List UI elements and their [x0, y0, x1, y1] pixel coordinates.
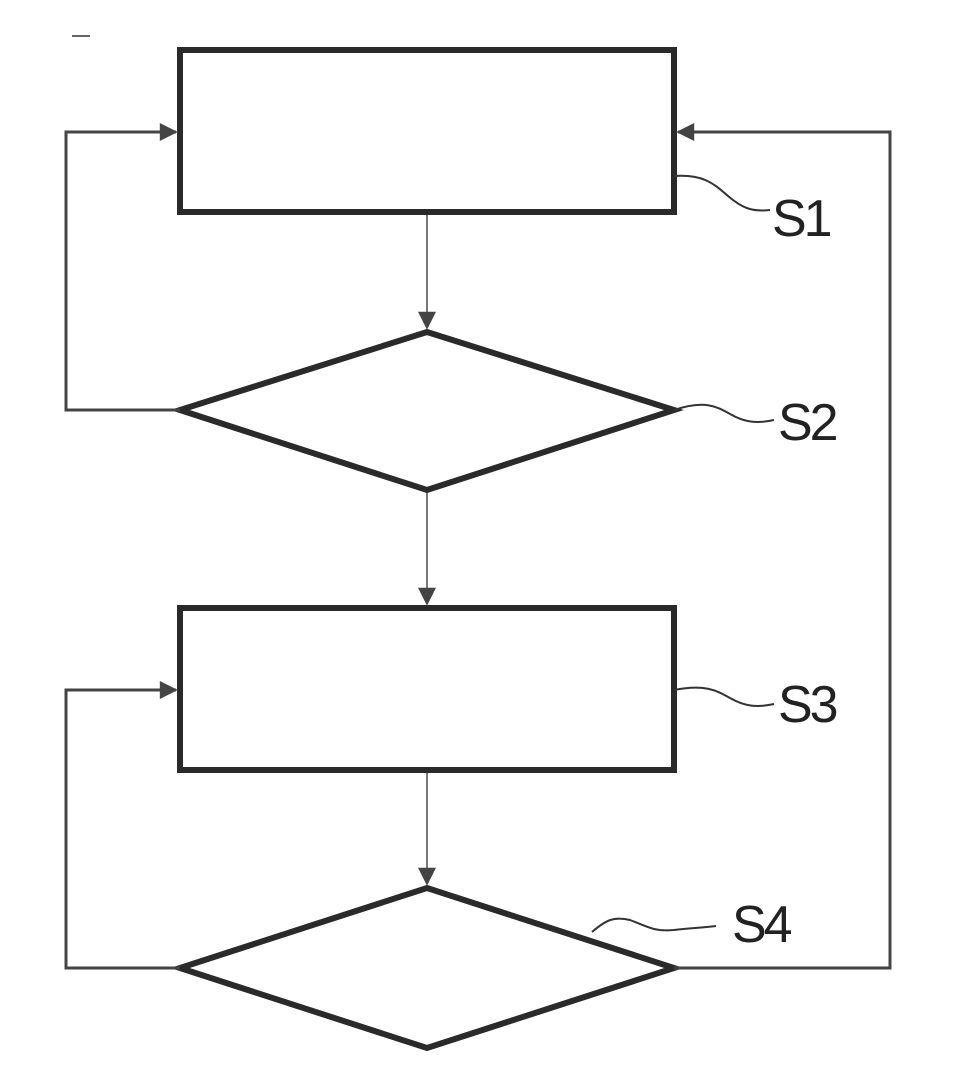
- label-s2: S2: [778, 394, 837, 452]
- leader-s1: [674, 176, 770, 211]
- label-s1: S1: [772, 190, 831, 248]
- loop-s4-to-s1: [674, 132, 890, 968]
- label-s3: S3: [778, 676, 837, 734]
- step-s2-decision: [180, 332, 674, 490]
- loop-s4-to-s3: [66, 690, 180, 968]
- step-s3-box: [180, 608, 674, 770]
- step-s1-box: [180, 50, 674, 212]
- leader-s2: [674, 405, 774, 422]
- loop-s2-to-s1: [66, 132, 180, 410]
- leader-s3: [674, 688, 774, 706]
- label-s4: S4: [732, 896, 792, 954]
- step-s4-decision: [180, 888, 674, 1048]
- leader-s4: [592, 919, 716, 933]
